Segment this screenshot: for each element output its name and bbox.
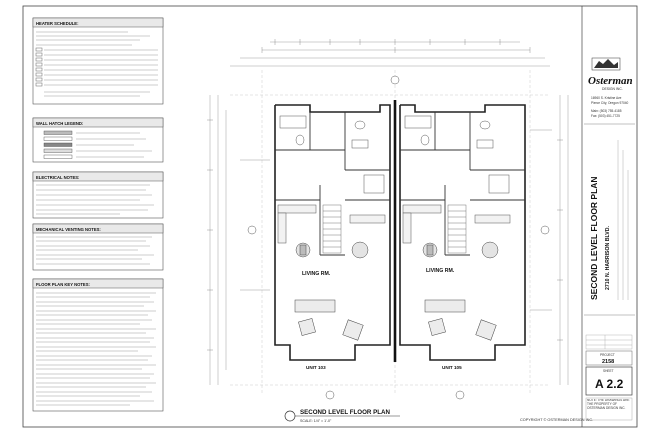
heater-schedule-title: HEATER SCHEDULE:	[36, 21, 79, 26]
plan-title: SECOND LEVEL FLOOR PLAN	[300, 409, 390, 416]
project-number: 2158	[602, 359, 614, 365]
company-logo: Osterman DESIGN INC.	[588, 57, 633, 91]
address-line-1: 16960 S. Kristine Ave	[591, 96, 622, 100]
room-label-living-left: LIVING RM.	[302, 271, 331, 277]
sheet-number: A 2.2	[595, 377, 624, 391]
room-label-living-right: LIVING RM.	[426, 268, 455, 274]
main-phone: Main: (503) 755-4185	[591, 109, 622, 113]
unit-label-right: UNIT 105	[442, 365, 462, 370]
address-line-2: Pierce City, Oregon 97040	[591, 101, 629, 105]
wall-hatch-legend-title: WALL HATCH LEGEND:	[36, 121, 83, 126]
copyright-note: COPYRIGHT © OSTERMAN DESIGN INC.	[520, 418, 593, 422]
mechanical-venting-notes-title: MECHANICAL VENTING NOTES:	[36, 227, 101, 232]
plan-scale: SCALE: 1/4" = 1'-0"	[300, 419, 332, 423]
fax-number: Fax: (503) 451-7725	[591, 114, 620, 118]
unit-label-left: UNIT 103	[306, 365, 326, 370]
notes-column: HEATER SCHEDULE: WALL HATCH LEGEND:	[32, 17, 164, 412]
title-block-note: NOTE: THE DRAWINGS ARE THE PROPERTY OF O…	[587, 399, 630, 410]
sheet-border	[22, 5, 638, 428]
company-sub: DESIGN INC.	[602, 87, 623, 91]
title-block: Osterman DESIGN INC. 16960 S. Kristine A…	[581, 6, 635, 427]
plan-title-block: SECOND LEVEL FLOOR PLAN SCALE: 1/4" = 1'…	[284, 409, 400, 423]
sheet-label: SHEET	[603, 369, 614, 373]
project-label: PROJECT	[600, 353, 615, 357]
project-address: 2710 N. HARRISON BLVD.	[605, 226, 611, 290]
floor-plan-key-notes-title: FLOOR PLAN KEY NOTES:	[36, 282, 90, 287]
company-name: Osterman	[588, 75, 633, 87]
electrical-notes-title: ELECTRICAL NOTES:	[36, 175, 79, 180]
sheet-title: SECOND LEVEL FLOOR PLAN	[589, 176, 599, 300]
floor-plan-drawing: LIVING RM. LIVING RM. UNIT 103 UNIT 105	[207, 39, 569, 400]
